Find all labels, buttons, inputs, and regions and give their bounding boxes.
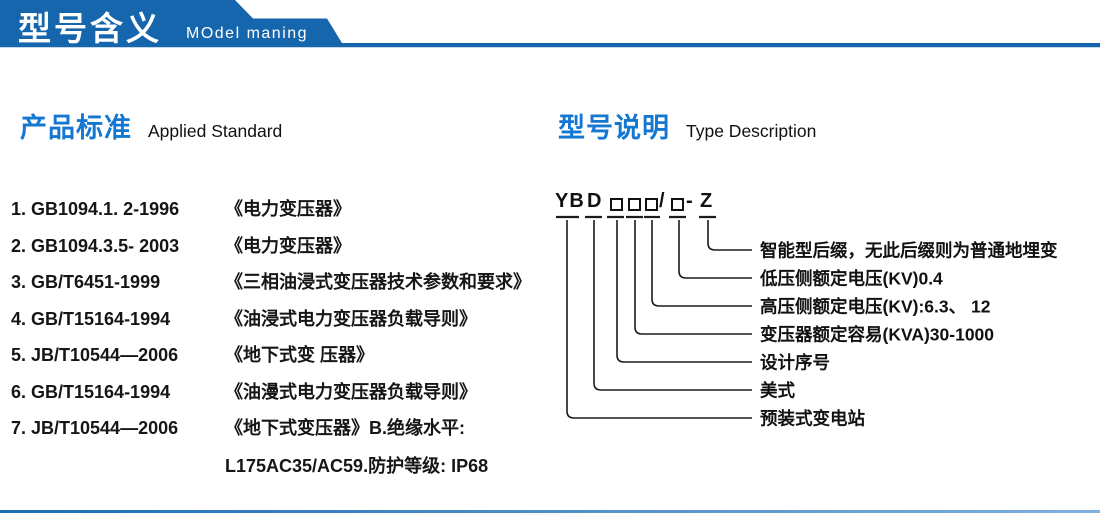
- banner-polygon: [0, 0, 1100, 48]
- page-title: 型号含义: [18, 10, 162, 47]
- standard-code: 4. GB/T15164-1994: [11, 308, 171, 329]
- connector-line: [707, 220, 752, 251]
- standards-heading-en: Applied Standard: [148, 121, 283, 141]
- standard-item: 1. GB1094.1. 2-1996 《电力变压器》: [11, 198, 531, 235]
- elbow-connectors: [566, 220, 752, 419]
- code-label-prefab-substation: 预装式变电站: [760, 408, 865, 429]
- type-description-heading: 型号说明 Type Description: [558, 106, 816, 145]
- connector-line: [678, 220, 752, 279]
- connector-line: [634, 220, 752, 335]
- type-heading-cn: 型号说明: [558, 113, 670, 143]
- type-heading-en: Type Description: [686, 121, 817, 141]
- code-label-smart-suffix: 智能型后缀，无此后缀则为普通地埋变: [760, 240, 1058, 261]
- standard-code: 5. JB/T10544—2006: [11, 345, 179, 365]
- standard-code: 6. GB/T15164-1994: [11, 381, 171, 402]
- placeholder-box-icon: [671, 198, 684, 211]
- placeholder-box-icon: [628, 198, 641, 211]
- standard-title: 《油浸式电力变压器负载导则》: [225, 308, 477, 329]
- model-code-yb: YB: [555, 190, 585, 212]
- standard-item: 7. JB/T10544—2006 《地下式变压器》B.绝缘水平:: [11, 417, 531, 454]
- model-code-dash: -: [686, 190, 694, 212]
- header-banner-shape: [0, 0, 1100, 48]
- code-label-design-serial: 设计序号: [760, 352, 830, 373]
- standard-item: 4. GB/T15164-1994 《油浸式电力变压器负载导则》: [11, 308, 531, 345]
- standards-list: 1. GB1094.1. 2-1996 《电力变压器》 2. GB1094.3.…: [11, 198, 531, 454]
- model-code-z: Z: [700, 190, 714, 212]
- connector-line: [616, 220, 752, 363]
- code-label-lv-voltage: 低压侧额定电压(KV)0.4: [760, 268, 943, 289]
- standard-code: 3. GB/T6451-1999: [11, 272, 161, 292]
- standard-title: 《地下式变压器》B.绝缘水平:: [225, 418, 465, 438]
- code-label-hv-voltage: 高压侧额定电压(KV):6.3、 12: [760, 296, 991, 317]
- standard-title: 《油漫式电力变压器负载导则》: [225, 381, 477, 402]
- standard-item-continuation: L175AC35/AC59.防护等级: IP68: [225, 456, 489, 476]
- connector-line: [593, 220, 752, 391]
- placeholder-box-icon: [645, 198, 658, 211]
- page-title-en: MOdel maning: [186, 25, 309, 42]
- code-label-rated-capacity: 变压器额定容易(KVA)30-1000: [760, 324, 995, 345]
- code-label-american-style: 美式: [760, 380, 795, 401]
- model-code-d: D: [587, 190, 603, 212]
- connector-line: [566, 220, 752, 419]
- standard-code: 2. GB1094.3.5- 2003: [11, 235, 180, 256]
- standard-title: 《电力变压器》: [225, 235, 351, 256]
- standard-code: 1. GB1094.1. 2-1996: [11, 199, 180, 219]
- standards-heading: 产品标准 Applied Standard: [20, 106, 282, 145]
- standard-item: 3. GB/T6451-1999 《三相油浸式变压器技术参数和要求》: [11, 271, 531, 308]
- standard-item: 6. GB/T15164-1994 《油漫式电力变压器负载导则》: [11, 381, 531, 418]
- model-code-slash: /: [659, 190, 666, 212]
- standard-title: 《电力变压器》: [225, 199, 351, 219]
- placeholder-box-icon: [610, 198, 623, 211]
- standard-item: 5. JB/T10544—2006 《地下式变 压器》: [11, 344, 531, 381]
- standard-item: 2. GB1094.3.5- 2003 《电力变压器》: [11, 235, 531, 272]
- standard-title: 《地下式变 压器》: [225, 345, 375, 365]
- standard-title: 《三相油浸式变压器技术参数和要求》: [225, 272, 531, 292]
- footer-rule: [0, 510, 1100, 513]
- standard-code: 7. JB/T10544—2006: [11, 418, 179, 438]
- standards-heading-cn: 产品标准: [20, 113, 132, 143]
- connector-line: [651, 220, 752, 307]
